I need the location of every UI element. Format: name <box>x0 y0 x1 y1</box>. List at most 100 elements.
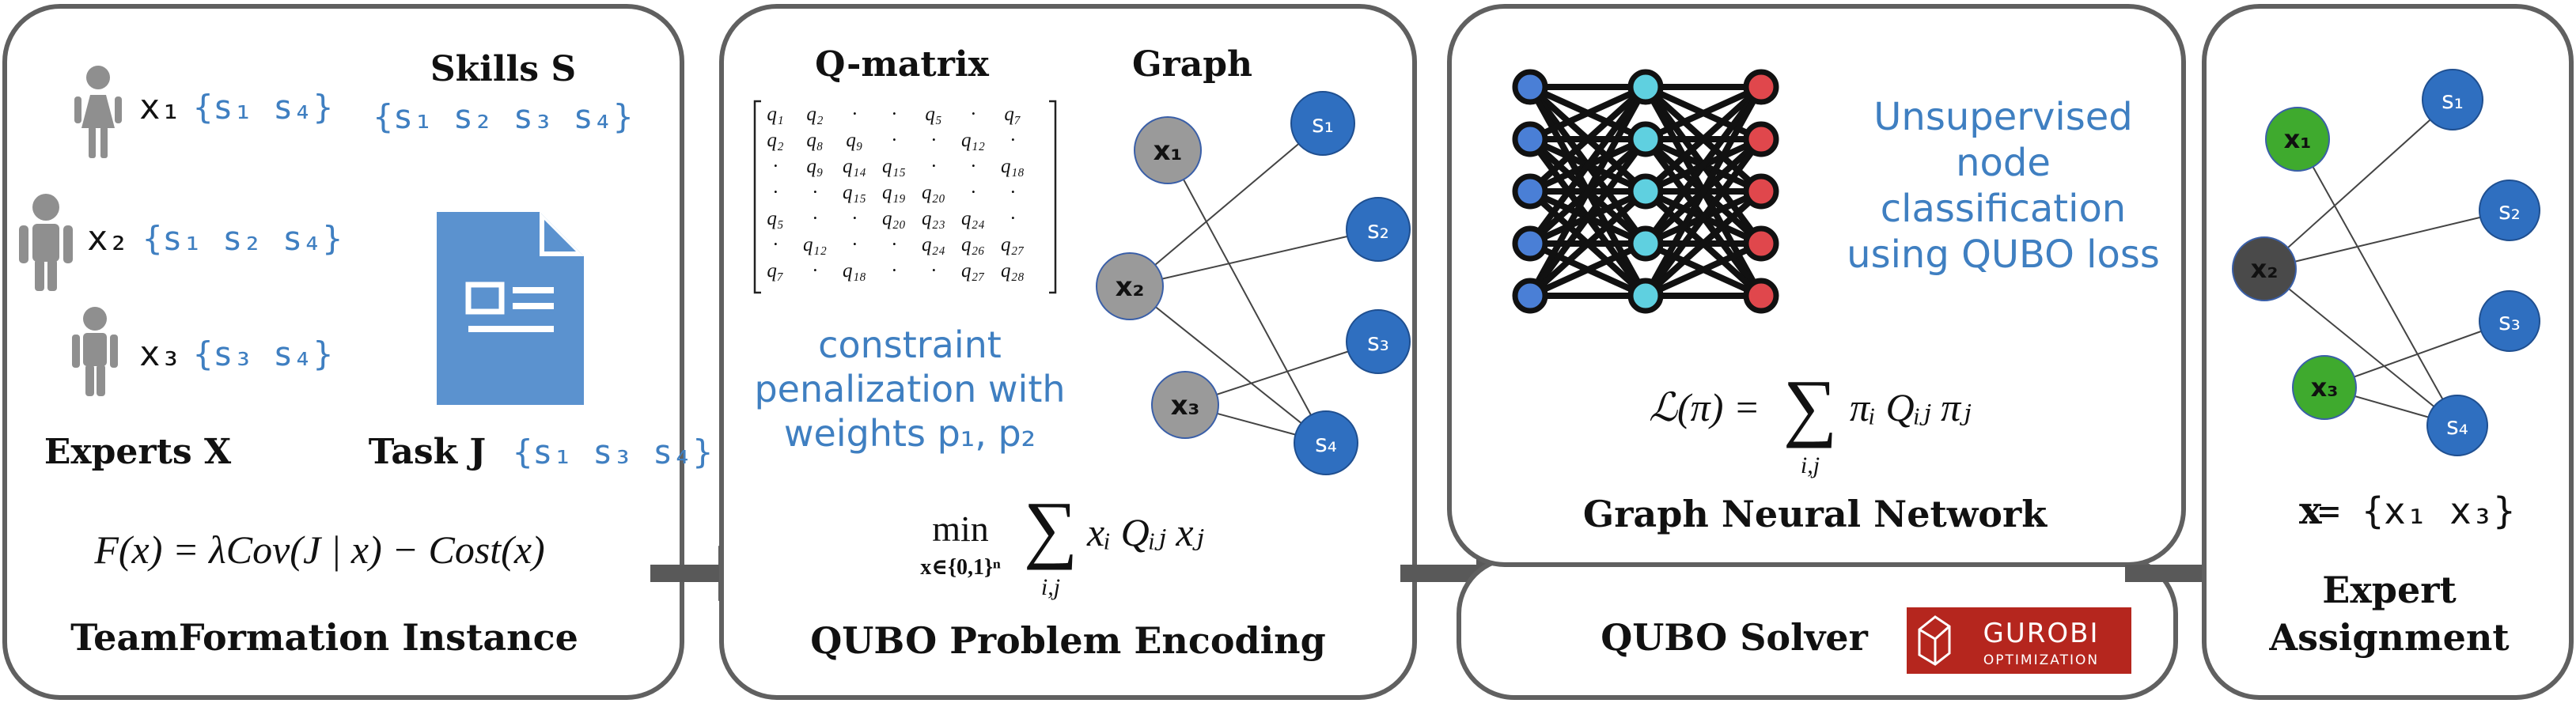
skill-node <box>1294 410 1358 475</box>
penalty-line-3: weights p₁, p₂ <box>784 412 1036 455</box>
graph-edge <box>1129 285 1327 444</box>
panel2-caption: QUBO Problem Encoding <box>810 619 1326 662</box>
nn-connection <box>1643 85 1763 194</box>
qmatrix-cell: q₂₀ <box>882 208 906 229</box>
expert-node-label: x₁ <box>2284 124 2312 154</box>
panel2-border <box>719 4 1417 700</box>
panel-graph-neural-network: Unsupervised node classification using Q… <box>1447 4 2186 700</box>
nn-neuron <box>1627 173 1664 210</box>
qmatrix-cell: q₉ <box>846 130 862 151</box>
skill-node <box>1346 197 1411 262</box>
expert-x3-name: x₃ <box>139 334 181 374</box>
qmatrix-left-bracket <box>753 100 761 294</box>
panel1-border <box>2 4 684 700</box>
skill-node <box>2422 69 2483 130</box>
qmatrix-cell: q₂ <box>767 130 784 151</box>
expert-node <box>1096 252 1164 320</box>
gurobi-sub: OPTIMIZATION <box>1983 652 2099 668</box>
nn-neuron <box>1512 173 1548 210</box>
objective-formula: F(x) = λCov(J | x) − Cost(x) <box>93 527 544 572</box>
solver-caption: QUBO Solver <box>1601 616 1868 659</box>
skill-node <box>2479 180 2540 241</box>
qmatrix-cell: · <box>1010 182 1015 203</box>
qmatrix-cell: q₂₆ <box>961 234 985 255</box>
unselected-expert-node <box>2232 236 2297 301</box>
qmatrix-cell: · <box>892 234 896 255</box>
qmatrix-cell: · <box>892 260 896 282</box>
qmatrix-cell: q₁₈ <box>843 260 866 282</box>
nn-neuron <box>1627 121 1664 157</box>
nn-connection <box>1644 240 1763 299</box>
nn-neuron <box>1743 121 1779 157</box>
qmatrix-cell: q₁₂ <box>803 234 827 255</box>
male-person-icon <box>19 194 73 291</box>
qmatrix-right-bracket <box>1049 100 1057 294</box>
qmatrix-cell: q₈ <box>806 130 823 151</box>
skill-node-label: s₃ <box>1367 329 1389 357</box>
loss-sum-symbol: ∑ <box>1783 364 1837 448</box>
skill-node-label: s₄ <box>2446 413 2468 440</box>
sum-index: i,j <box>1041 574 1060 600</box>
qmatrix-cell: q₂ <box>806 104 824 125</box>
qmatrix-cell: · <box>931 130 936 151</box>
min-operator: min <box>932 509 989 549</box>
qmatrix-cell: · <box>931 156 936 177</box>
skill-node-label: s₁ <box>1312 111 1334 138</box>
skill-node-label: s₁ <box>2442 87 2464 115</box>
expert-x1-skills: {s₁ s₄} <box>193 88 333 127</box>
qmatrix-cell: q₇ <box>1004 104 1021 125</box>
qmatrix-cell: q₁₉ <box>882 182 906 203</box>
assignment-edge <box>2263 210 2510 270</box>
task-title: Task J <box>369 432 486 472</box>
qmatrix-cell: · <box>852 104 857 125</box>
expert-x3-skills: {s₃ s₄} <box>193 335 333 373</box>
loss-body: πᵢ Qᵢⱼ πⱼ <box>1850 385 1972 429</box>
assignment-edge <box>2324 320 2510 388</box>
loss-lhs: ℒ(π) = <box>1649 385 1760 429</box>
expert-x2-skills: {s₁ s₂ s₄} <box>142 219 343 258</box>
gnn-desc-line-2: node <box>1956 141 2051 185</box>
sum-symbol: ∑ <box>1024 486 1078 570</box>
qmatrix-cell: · <box>813 182 817 203</box>
gnn-desc-line-4: using QUBO loss <box>1847 233 2160 277</box>
nn-connection <box>1528 85 1648 194</box>
experts-title: Experts X <box>44 432 232 472</box>
skills-title: Skills S <box>430 49 576 89</box>
qmatrix-cell: q₁₅ <box>882 156 906 177</box>
nn-connection <box>1529 84 1647 142</box>
skill-node <box>1346 309 1411 374</box>
qmatrix-cell: q₂₄ <box>922 234 945 255</box>
expert-node-label: x₃ <box>2311 372 2339 403</box>
nn-connection <box>1642 85 1764 246</box>
qmatrix-cell: · <box>931 260 936 282</box>
nn-neuron <box>1512 69 1548 105</box>
qmatrix-cell: · <box>892 104 896 125</box>
nn-connection <box>1527 85 1649 246</box>
nn-neuron <box>1743 173 1779 210</box>
nn-neuron <box>1743 278 1779 314</box>
expert-node-label: x₁ <box>1154 135 1183 167</box>
qmatrix-cell: · <box>852 208 857 229</box>
qmatrix-cell: q₂₀ <box>922 182 945 203</box>
selected-expert-node <box>2265 107 2330 172</box>
qmatrix-cell: q₁₂ <box>961 130 985 151</box>
skill-node-label: s₂ <box>2498 198 2521 225</box>
male-person-icon <box>72 307 118 396</box>
graph-edge <box>1129 123 1324 287</box>
qmatrix-cell: q₇ <box>767 260 783 282</box>
qmatrix-cell: q₁₈ <box>1001 156 1025 177</box>
expert-x2-name: x₂ <box>87 218 129 259</box>
qmatrix-cell: · <box>1010 208 1015 229</box>
qmatrix-cell: · <box>971 156 975 177</box>
expert-node-label: x₃ <box>1171 390 1200 422</box>
loss-sum-index: i,j <box>1801 452 1820 478</box>
nn-neuron <box>1512 278 1548 314</box>
qmatrix-cell: q₂₄ <box>961 208 985 229</box>
qmatrix-cell: q₅ <box>925 104 941 125</box>
graph-edge <box>1129 229 1379 287</box>
qmatrix-cell: · <box>971 182 975 203</box>
panel3-caption: Graph Neural Network <box>1583 493 2048 535</box>
